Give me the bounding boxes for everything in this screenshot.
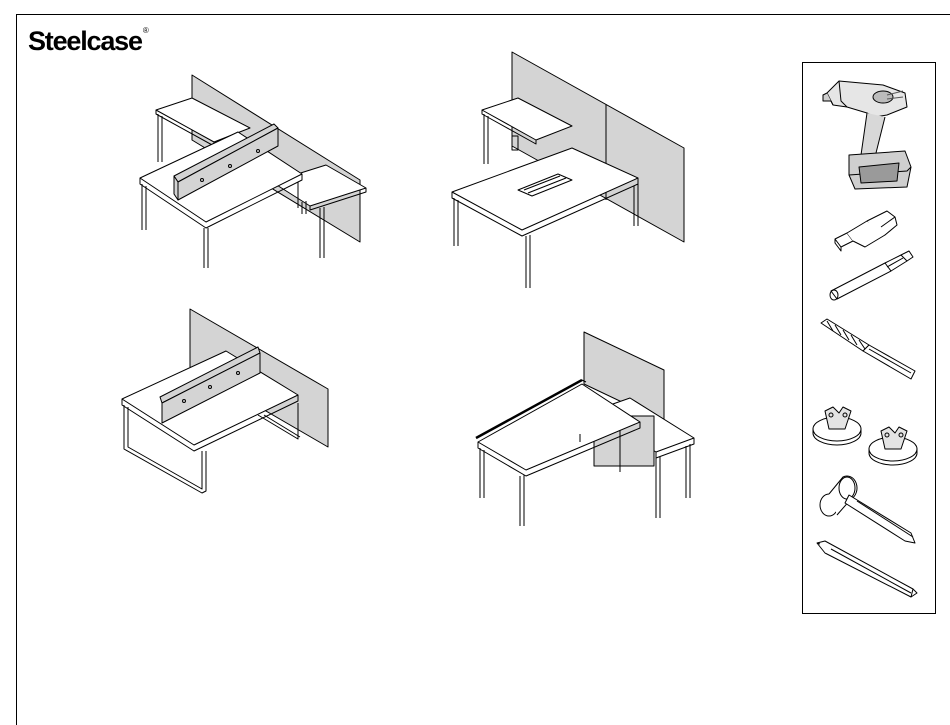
cordless-drill-icon xyxy=(821,71,919,191)
suction-cup-icon xyxy=(809,403,929,469)
tools-panel xyxy=(802,62,936,614)
desk-configuration-2 xyxy=(440,50,690,290)
desk-configuration-1 xyxy=(130,70,370,275)
bit-extension-icon xyxy=(825,249,915,305)
desk-configuration-3 xyxy=(118,305,333,500)
rubber-mallet-icon xyxy=(817,469,921,547)
hex-bit-icon xyxy=(831,207,901,253)
pencil-icon xyxy=(815,537,919,603)
drill-bit-icon xyxy=(819,317,919,383)
desk-configuration-4 xyxy=(470,330,700,530)
steelcase-logo: Steelcase® xyxy=(28,26,149,57)
